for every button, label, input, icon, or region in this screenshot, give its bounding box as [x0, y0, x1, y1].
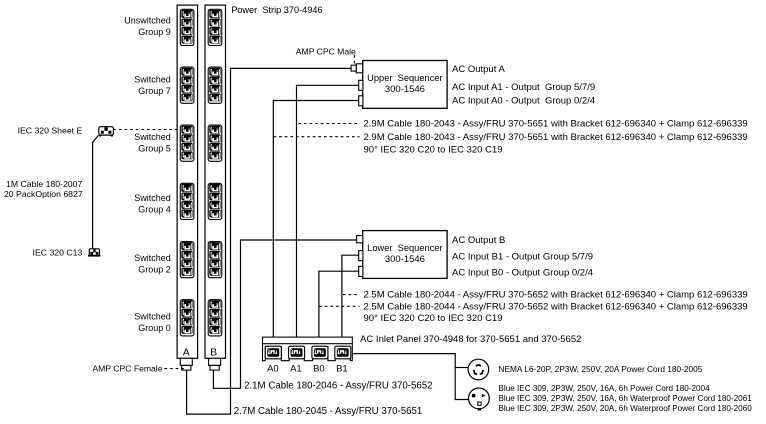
svg-text:2.5M Cable 180-2044 - Assy/FRU: 2.5M Cable 180-2044 - Assy/FRU 370-5652 …: [364, 290, 748, 301]
svg-text:90° IEC 320 C20 to IEC 320 C19: 90° IEC 320 C20 to IEC 320 C19: [364, 144, 503, 155]
svg-text:IEC 320 Sheet E: IEC 320 Sheet E: [18, 126, 83, 136]
svg-text:B0: B0: [313, 364, 325, 375]
svg-text:AC Output B: AC Output B: [452, 235, 505, 246]
svg-text:Group 5: Group 5: [138, 144, 171, 154]
svg-text:Group 4: Group 4: [138, 205, 171, 215]
svg-text:AC Input A0 - Output Group 0/: AC Input A0 - Output Group 0/2/4: [452, 96, 595, 107]
svg-text:Group 0: Group 0: [138, 323, 171, 333]
svg-text:Switched: Switched: [134, 311, 171, 321]
svg-text:AMP CPC Female: AMP CPC Female: [92, 364, 162, 374]
svg-text:AMP CPC Male: AMP CPC Male: [296, 47, 356, 57]
svg-text:2.1M Cable 180-2046 - Assy/FRU: 2.1M Cable 180-2046 - Assy/FRU 370-5652: [244, 380, 432, 391]
svg-text:B: B: [210, 347, 217, 359]
svg-text:IEC 320 C13: IEC 320 C13: [33, 247, 83, 257]
svg-text:20 PackOption 6827: 20 PackOption 6827: [4, 189, 83, 199]
svg-text:300-1546: 300-1546: [385, 254, 425, 265]
svg-text:Group 7: Group 7: [138, 86, 171, 96]
svg-text:A0: A0: [267, 364, 279, 375]
svg-text:Group 2: Group 2: [138, 265, 171, 275]
svg-text:300-1546: 300-1546: [385, 84, 425, 95]
svg-text:A: A: [183, 347, 190, 359]
svg-text:AC Output A: AC Output A: [452, 64, 505, 75]
svg-text:2.7M Cable 180-2045 - Assy/FRU: 2.7M Cable 180-2045 - Assy/FRU 370-5651: [234, 406, 422, 417]
svg-text:Blue IEC 309, 2P3W, 250V, 16A,: Blue IEC 309, 2P3W, 250V, 16A, 6h Waterp…: [499, 394, 753, 403]
svg-text:Switched: Switched: [134, 75, 171, 85]
svg-text:Switched: Switched: [134, 132, 171, 142]
svg-text:Unswitched: Unswitched: [124, 15, 171, 25]
svg-text:Power Strip 370-4946: Power Strip 370-4946: [231, 5, 322, 15]
svg-text:Blue IEC 309, 2P3W, 250V, 20A,: Blue IEC 309, 2P3W, 250V, 20A, 6h Waterp…: [499, 404, 753, 413]
svg-text:AC Inlet Panel 370-4948 for 37: AC Inlet Panel 370-4948 for 370-5651 and…: [360, 334, 581, 345]
svg-text:2.9M Cable 180-2043 - Assy/FRU: 2.9M Cable 180-2043 - Assy/FRU 370-5651 …: [364, 119, 748, 130]
svg-text:AC Input B1 - Output Group 5/7: AC Input B1 - Output Group 5/7/9: [452, 252, 593, 263]
svg-text:NEMA L6-20P, 2P3W, 250V, 20A P: NEMA L6-20P, 2P3W, 250V, 20A Power Cord …: [499, 364, 703, 374]
svg-text:Lower Sequencer: Lower Sequencer: [367, 243, 442, 253]
svg-text:B1: B1: [336, 364, 348, 375]
svg-text:AC Input A1 - Output Group 5/: AC Input A1 - Output Group 5/7/9: [452, 82, 595, 93]
svg-text:AC Input B0 - Output Group 0/2: AC Input B0 - Output Group 0/2/4: [452, 267, 593, 278]
svg-text:1M Cable 180-2007: 1M Cable 180-2007: [6, 179, 82, 189]
svg-text:Group 9: Group 9: [138, 27, 171, 37]
svg-text:2.5M Cable 180-2044 - Assy/FRU: 2.5M Cable 180-2044 - Assy/FRU 370-5652 …: [364, 302, 748, 313]
svg-text:A1: A1: [290, 364, 302, 375]
svg-text:Switched: Switched: [134, 193, 171, 203]
svg-text:Blue IEC 309, 2P3W, 250V, 16A,: Blue IEC 309, 2P3W, 250V, 16A, 6h Power …: [499, 384, 711, 393]
svg-text:2.9M Cable 180-2043 - Assy/FRU: 2.9M Cable 180-2043 - Assy/FRU 370-5651 …: [364, 132, 748, 143]
svg-text:90° IEC 320 C20 to IEC 320 C19: 90° IEC 320 C20 to IEC 320 C19: [364, 313, 503, 324]
svg-text:Upper Sequencer: Upper Sequencer: [367, 73, 442, 83]
svg-text:Switched: Switched: [134, 253, 171, 263]
